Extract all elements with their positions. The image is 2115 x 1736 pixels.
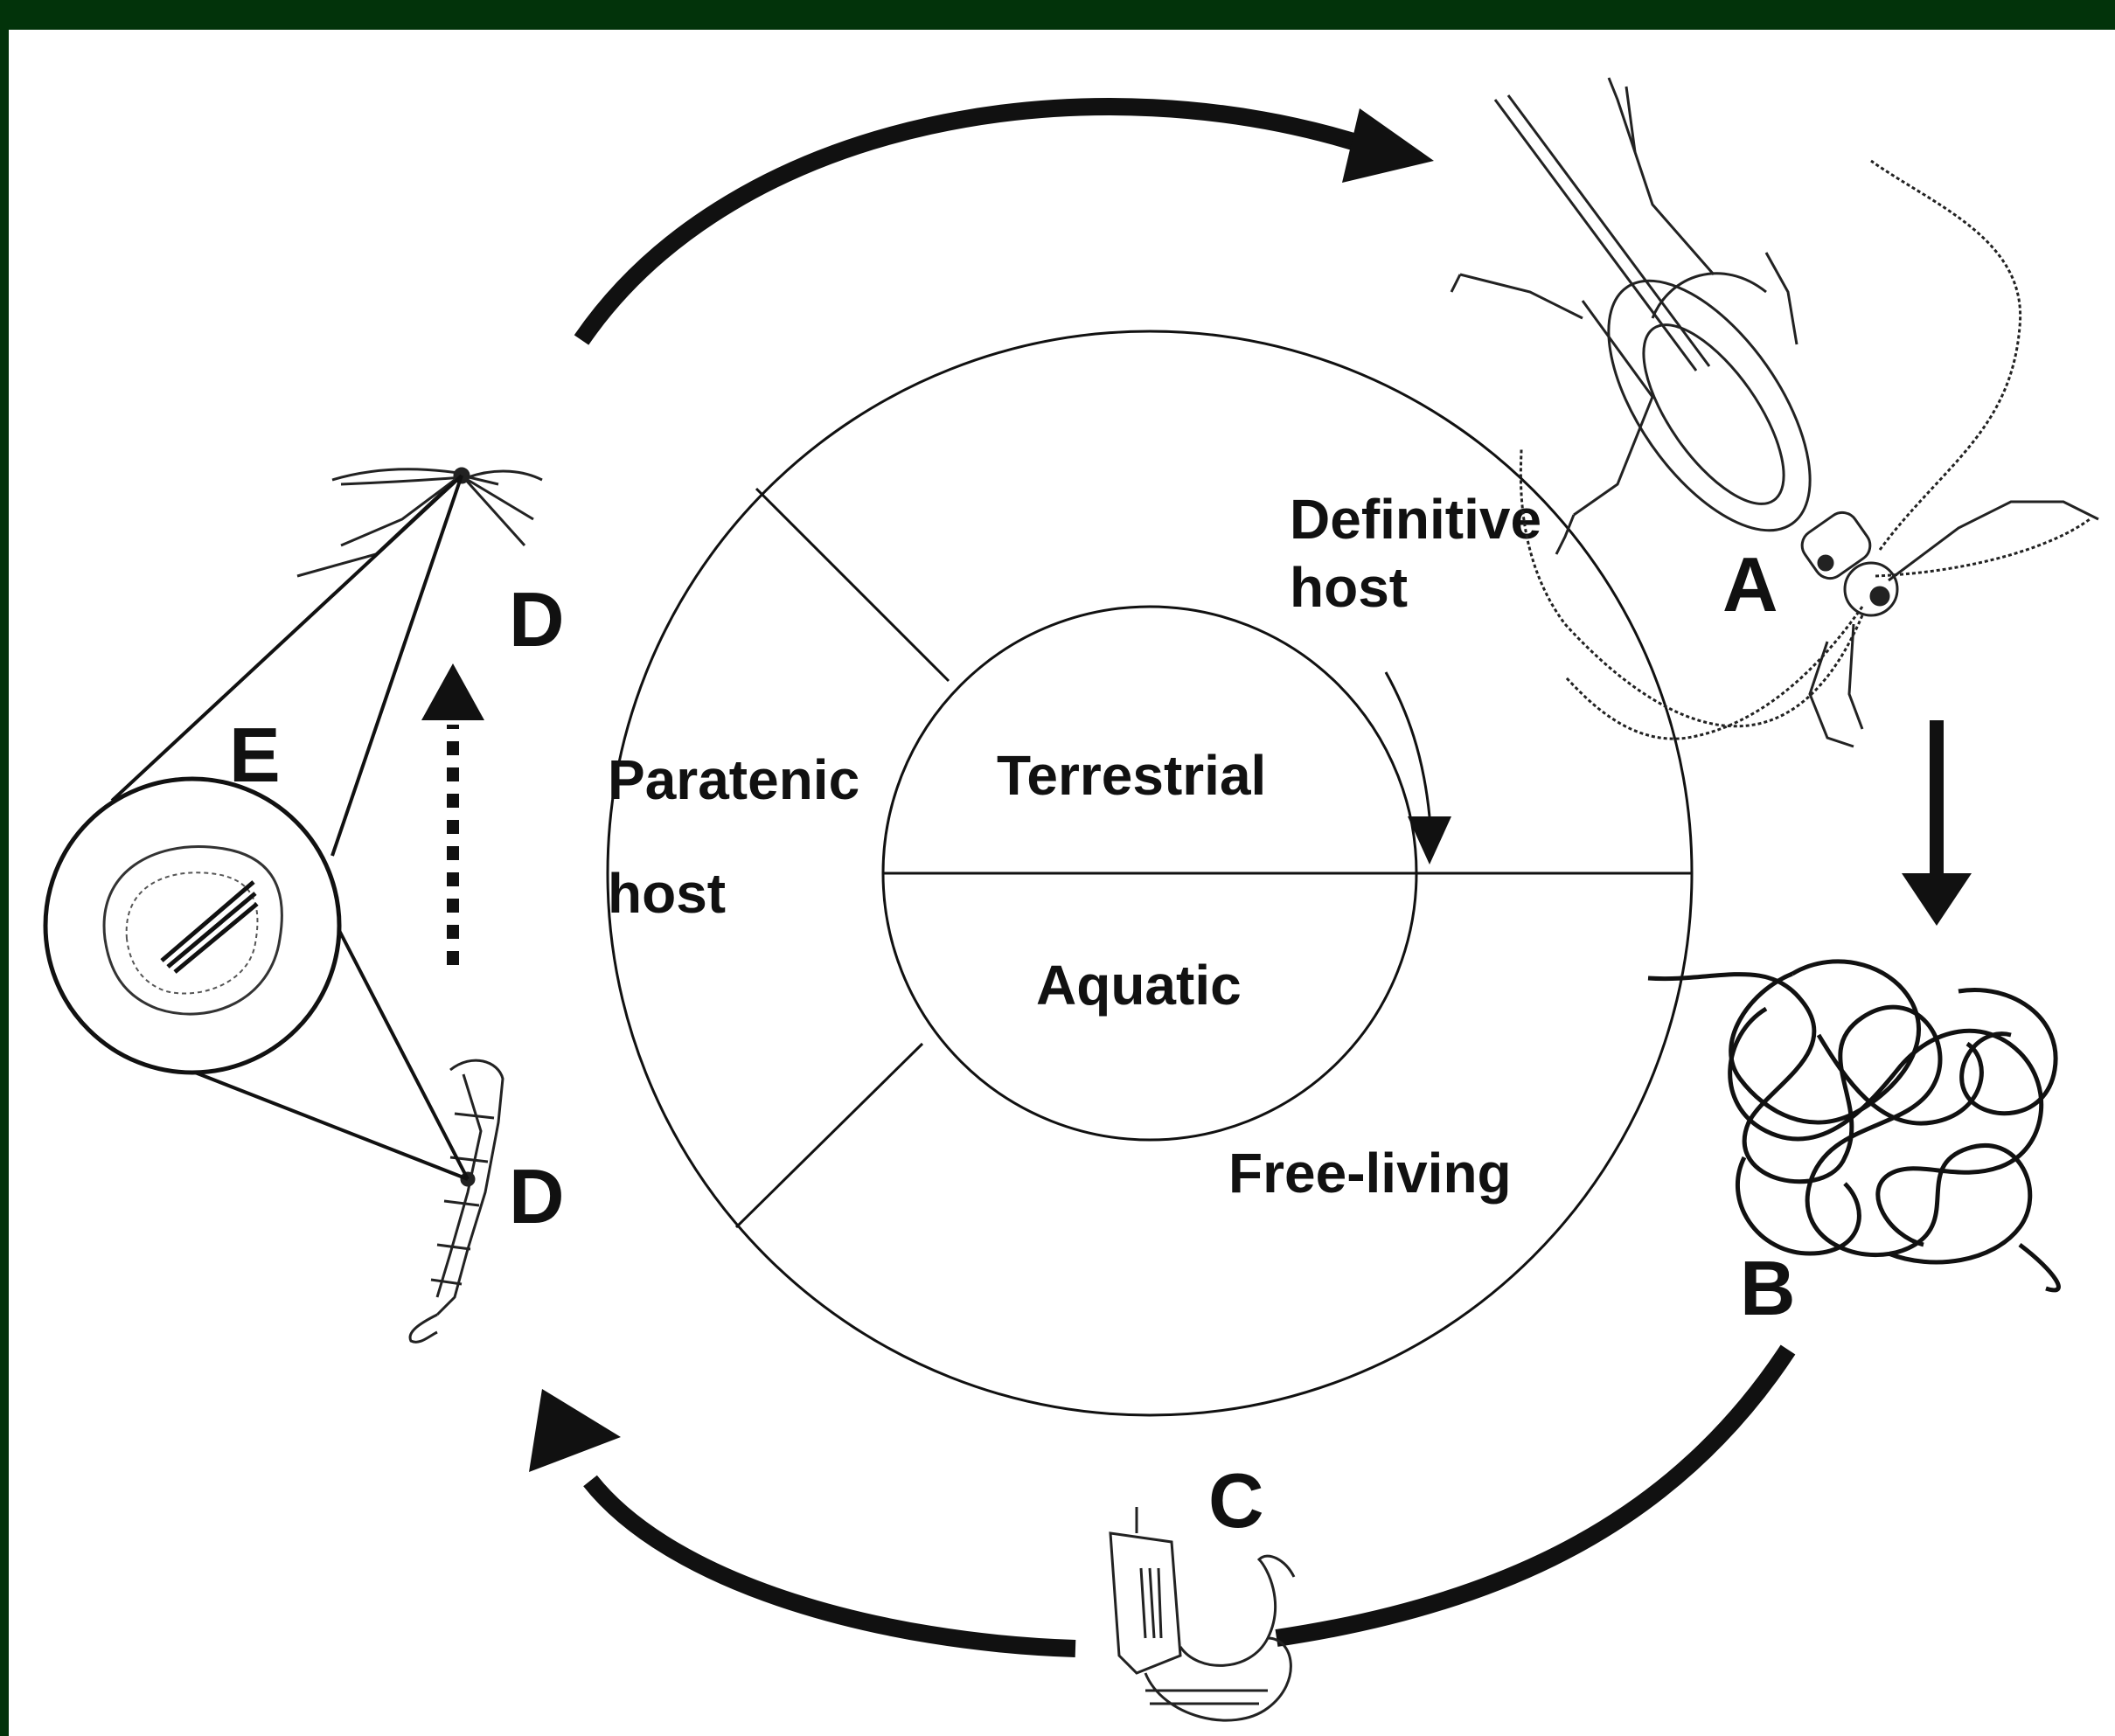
aquatic-larva-host-illustration bbox=[1110, 1507, 1294, 1720]
adult-worm-tangle-illustration bbox=[1648, 962, 2058, 1290]
mosquito-larva-illustration bbox=[410, 1060, 503, 1342]
stage-label-b: B bbox=[1740, 1245, 1796, 1331]
inner-cycle-arrow bbox=[1386, 672, 1430, 816]
dotted-arrow-head bbox=[421, 663, 484, 720]
paratenic-host-label: Paratenic bbox=[608, 748, 859, 811]
cycle-arrow-bottom-left bbox=[590, 1481, 1075, 1649]
stage-label-d-larva: D bbox=[509, 1153, 565, 1240]
lower-divider bbox=[736, 1044, 922, 1227]
arrowhead-bottom-left bbox=[529, 1389, 621, 1472]
life-cycle-diagram: Definitive host Paratenic host Terrestri… bbox=[9, 30, 2115, 1736]
definitive-host-label-2: host bbox=[1290, 556, 1408, 619]
mosquito-adult-illustration bbox=[297, 469, 542, 576]
cycle-arrow-bottom-right bbox=[1277, 1350, 1788, 1638]
terrestrial-label: Terrestrial bbox=[997, 744, 1266, 807]
aquatic-label: Aquatic bbox=[1036, 954, 1242, 1017]
paratenic-host-label-2: host bbox=[608, 862, 726, 925]
cyst-inset-illustration bbox=[45, 476, 468, 1179]
cricket-host-illustration bbox=[1451, 78, 2098, 746]
definitive-host-label: Definitive bbox=[1290, 488, 1541, 551]
diagram-canvas: Definitive host Paratenic host Terrestri… bbox=[9, 30, 2115, 1736]
cycle-arrow-top bbox=[581, 107, 1373, 340]
arrowhead-top bbox=[1342, 108, 1434, 183]
free-living-label: Free-living bbox=[1228, 1142, 1512, 1205]
stage-label-c: C bbox=[1208, 1457, 1264, 1544]
arrow-a-to-b-head bbox=[1902, 873, 1972, 926]
stage-label-a: A bbox=[1722, 541, 1778, 628]
stage-label-d-adult: D bbox=[509, 576, 565, 663]
upper-divider bbox=[756, 489, 949, 681]
